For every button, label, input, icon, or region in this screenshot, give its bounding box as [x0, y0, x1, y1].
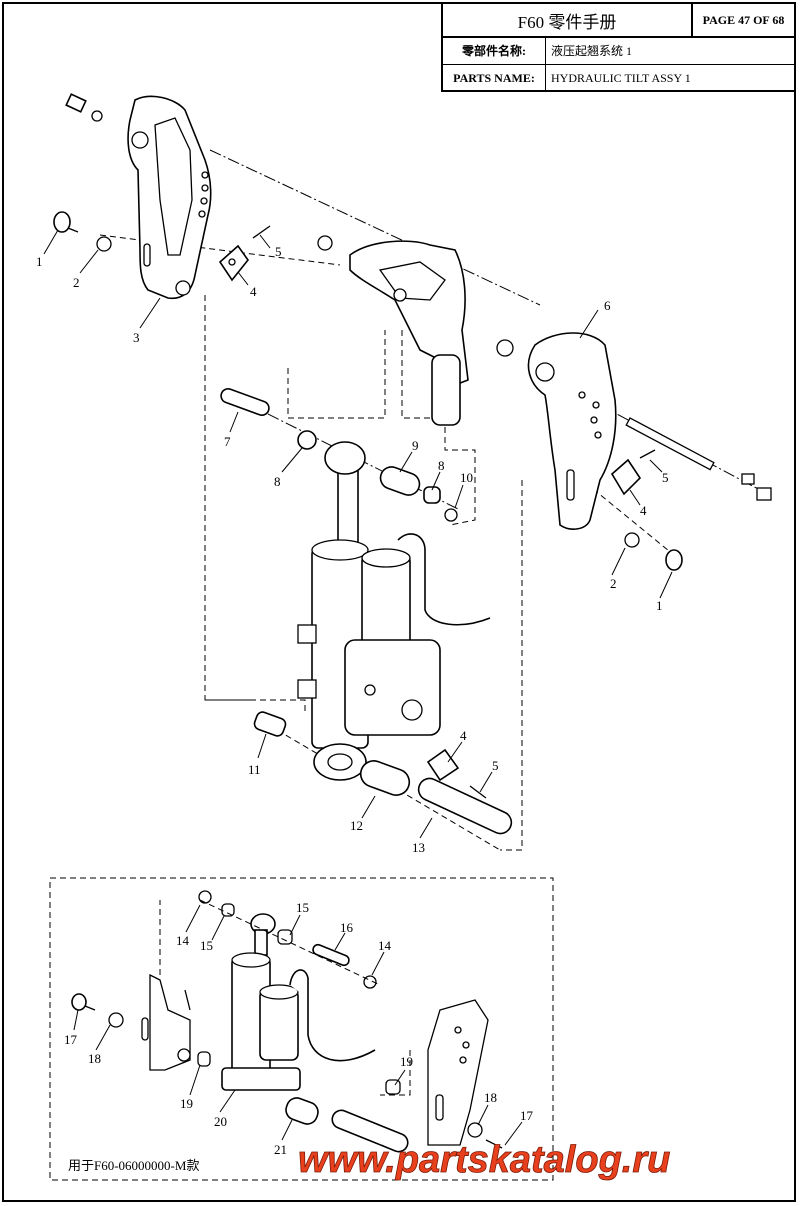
callout-11: 11	[248, 762, 261, 777]
page-number: PAGE 47 OF 68	[702, 12, 785, 27]
watermark: www.partskatalog.ru	[298, 1139, 670, 1181]
callout-17: 17	[520, 1108, 534, 1123]
inset-applicability-note: 用于F60-06000000-M款	[68, 1158, 199, 1173]
manual-title: F60 零件手册	[443, 4, 693, 36]
part-name-en-row: PARTS NAME: HYDRAULIC TILT ASSY 1	[443, 64, 794, 92]
callout-4: 4	[460, 728, 467, 743]
callout-4: 4	[640, 503, 647, 518]
part-name-cn: 液压起翘系统 1	[551, 43, 633, 58]
title-block: F60 零件手册 PAGE 47 OF 68 零部件名称: 液压起翘系统 1 P…	[441, 2, 796, 92]
callout-5: 5	[492, 758, 499, 773]
small-parts	[53, 93, 772, 835]
callout-4: 4	[250, 284, 257, 299]
callout-8: 8	[274, 474, 281, 489]
callout-16: 16	[340, 920, 354, 935]
callout-leaders	[43, 229, 673, 839]
callout-17: 17	[64, 1032, 78, 1047]
callout-10: 10	[460, 470, 473, 485]
callout-1: 1	[36, 254, 43, 269]
callout-6: 6	[604, 298, 611, 313]
part-name-en: HYDRAULIC TILT ASSY 1	[551, 70, 691, 85]
callout-14: 14	[176, 933, 190, 948]
callout-19: 19	[400, 1054, 413, 1069]
callout-1: 1	[656, 598, 663, 613]
inset-panel: 14 15 15 16 14 17 18 19 20 21 19 18 17 用…	[49, 877, 554, 1181]
callout-15: 15	[200, 938, 213, 953]
callout-5: 5	[662, 470, 669, 485]
callout-19: 19	[180, 1096, 193, 1111]
swivel-bracket	[349, 240, 469, 426]
callout-18: 18	[484, 1090, 497, 1105]
part-name-label-cn: 零部件名称:	[443, 36, 546, 64]
main-callouts: 1 2 3 4 5 6 5 4 2 1 7 8 9 8 10 4 5 11 12…	[36, 244, 669, 855]
callout-9: 9	[412, 438, 419, 453]
callout-20: 20	[214, 1114, 227, 1129]
callout-12: 12	[350, 818, 363, 833]
callout-5: 5	[275, 244, 282, 259]
callout-21: 21	[274, 1142, 287, 1157]
callout-2: 2	[610, 576, 617, 591]
callout-14: 14	[378, 938, 392, 953]
callout-2: 2	[73, 275, 80, 290]
tilt-cylinder-assembly	[297, 441, 491, 781]
callout-18: 18	[88, 1051, 101, 1066]
callout-13: 13	[412, 840, 425, 855]
assembly-axis-lines	[99, 149, 761, 851]
callout-3: 3	[133, 330, 140, 345]
part-name-cn-row: 零部件名称: 液压起翘系统 1	[443, 36, 794, 65]
callout-8: 8	[438, 458, 445, 473]
callout-7: 7	[224, 434, 231, 449]
clamp-bracket-right	[527, 332, 617, 530]
clamp-bracket-left	[127, 95, 212, 300]
part-name-label-en: PARTS NAME:	[443, 64, 546, 92]
callout-15: 15	[296, 900, 309, 915]
title-row: F60 零件手册 PAGE 47 OF 68	[443, 4, 794, 38]
